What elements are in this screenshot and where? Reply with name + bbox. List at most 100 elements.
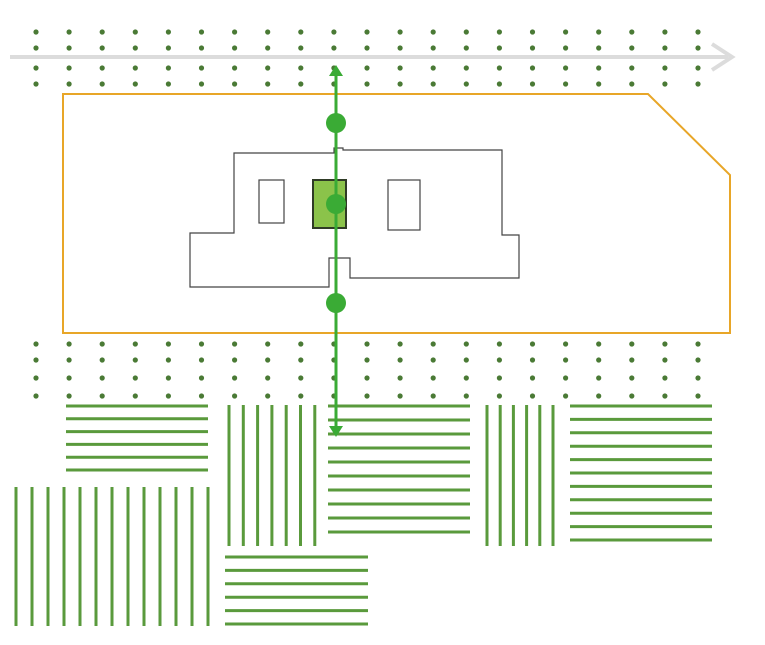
top-tree-dot bbox=[695, 29, 701, 35]
top-tree-dot bbox=[695, 45, 701, 51]
top-tree-dot bbox=[99, 81, 105, 87]
bottom-tree-dot bbox=[99, 357, 105, 363]
top-tree-dot bbox=[33, 65, 39, 71]
bottom-tree-dot bbox=[629, 375, 635, 381]
top-tree-dot bbox=[563, 65, 569, 71]
top-tree-dot bbox=[397, 65, 403, 71]
top-tree-dot bbox=[198, 81, 205, 87]
site-boundary bbox=[62, 93, 731, 334]
bottom-tree-dot bbox=[232, 393, 238, 399]
top-tree-dot bbox=[132, 81, 138, 87]
bottom-tree-dot bbox=[265, 357, 271, 363]
top-tree-dot bbox=[165, 81, 171, 87]
top-tree-dot bbox=[596, 81, 602, 87]
top-tree-dot bbox=[132, 29, 138, 35]
top-tree-dot bbox=[529, 45, 536, 51]
bottom-tree-dot bbox=[563, 357, 569, 363]
top-tree-dot bbox=[298, 65, 304, 71]
bottom-tree-dot bbox=[629, 341, 635, 347]
top-tree-dot bbox=[629, 29, 635, 35]
bottom-tree-dot bbox=[695, 393, 701, 399]
top-tree-dot bbox=[66, 45, 72, 51]
top-tree-dot bbox=[265, 45, 271, 51]
bottom-tree-dot bbox=[496, 341, 502, 347]
bottom-tree-dot bbox=[563, 375, 569, 381]
top-tree-dot bbox=[662, 45, 668, 51]
axis-arrow-down-icon bbox=[329, 426, 343, 437]
bottom-tree-dot bbox=[33, 341, 39, 347]
top-tree-dot bbox=[529, 81, 536, 87]
bottom-tree-dot bbox=[132, 393, 138, 399]
top-tree-dot bbox=[563, 29, 569, 35]
bottom-tree-dot bbox=[66, 393, 72, 399]
top-tree-dot bbox=[99, 45, 105, 51]
bottom-tree-dot bbox=[298, 375, 304, 381]
bottom-tree-dot bbox=[596, 375, 602, 381]
top-tree-dot bbox=[265, 29, 271, 35]
top-tree-dot bbox=[496, 29, 502, 35]
top-tree-dot bbox=[596, 29, 602, 35]
top-tree-dot bbox=[463, 45, 469, 51]
bottom-tree-dot bbox=[629, 357, 635, 363]
bottom-tree-dot bbox=[33, 375, 39, 381]
striped-fields bbox=[14, 404, 712, 626]
bottom-tree-dot bbox=[397, 357, 403, 363]
top-tree-dot bbox=[496, 81, 502, 87]
bottom-tree-dot bbox=[165, 341, 171, 347]
bottom-tree-dot bbox=[430, 393, 436, 399]
top-tree-dot bbox=[232, 81, 238, 87]
top-tree-dot bbox=[298, 29, 304, 35]
bottom-tree-dot bbox=[66, 375, 72, 381]
bottom-tree-dot bbox=[563, 393, 569, 399]
bottom-tree-dot bbox=[66, 341, 72, 347]
top-tree-dot bbox=[364, 65, 370, 71]
bottom-tree-dot bbox=[33, 357, 39, 363]
bottom-tree-dot bbox=[198, 357, 205, 363]
top-tree-dot bbox=[99, 65, 105, 71]
bottom-tree-dot bbox=[265, 393, 271, 399]
top-tree-dot bbox=[430, 65, 436, 71]
top-tree-dot bbox=[33, 29, 39, 35]
bottom-tree-dot bbox=[364, 341, 370, 347]
bottom-tree-dot bbox=[662, 375, 668, 381]
bottom-tree-dot bbox=[463, 341, 469, 347]
top-tree-dot bbox=[695, 81, 701, 87]
bottom-tree-dot bbox=[529, 357, 536, 363]
top-tree-dot bbox=[629, 45, 635, 51]
bottom-tree-dot bbox=[563, 341, 569, 347]
top-tree-dot bbox=[463, 29, 469, 35]
top-tree-dot bbox=[563, 81, 569, 87]
building-outline bbox=[189, 147, 520, 288]
bottom-tree-dot bbox=[397, 375, 403, 381]
bottom-tree-dot bbox=[298, 393, 304, 399]
top-tree-dot bbox=[99, 29, 105, 35]
top-tree-dot bbox=[66, 65, 72, 71]
bottom-tree-dot bbox=[198, 341, 205, 347]
top-tree-dot bbox=[364, 45, 370, 51]
top-tree-dot bbox=[463, 65, 469, 71]
bottom-tree-dot bbox=[165, 393, 171, 399]
top-tree-dot bbox=[563, 45, 569, 51]
top-tree-dot bbox=[529, 65, 536, 71]
axis-arrow-up-icon bbox=[329, 65, 343, 76]
bottom-tree-dot bbox=[496, 375, 502, 381]
top-tree-dot bbox=[165, 29, 171, 35]
bottom-tree-dot bbox=[596, 393, 602, 399]
top-tree-dot bbox=[629, 81, 635, 87]
top-tree-dot bbox=[430, 81, 436, 87]
axis-node-top bbox=[326, 113, 346, 133]
bottom-tree-dot bbox=[496, 393, 502, 399]
top-tree-dot bbox=[232, 45, 238, 51]
window-right bbox=[387, 179, 421, 231]
top-tree-dot bbox=[397, 45, 403, 51]
top-tree-dot bbox=[331, 45, 337, 51]
top-tree-dot bbox=[232, 65, 238, 71]
top-tree-dot bbox=[198, 29, 205, 35]
top-tree-dot bbox=[364, 81, 370, 87]
bottom-tree-dot bbox=[364, 375, 370, 381]
top-tree-dot bbox=[695, 65, 701, 71]
bottom-tree-dot bbox=[198, 375, 205, 381]
window-left bbox=[258, 179, 285, 224]
bottom-tree-dot bbox=[232, 341, 238, 347]
bottom-tree-dot bbox=[529, 341, 536, 347]
